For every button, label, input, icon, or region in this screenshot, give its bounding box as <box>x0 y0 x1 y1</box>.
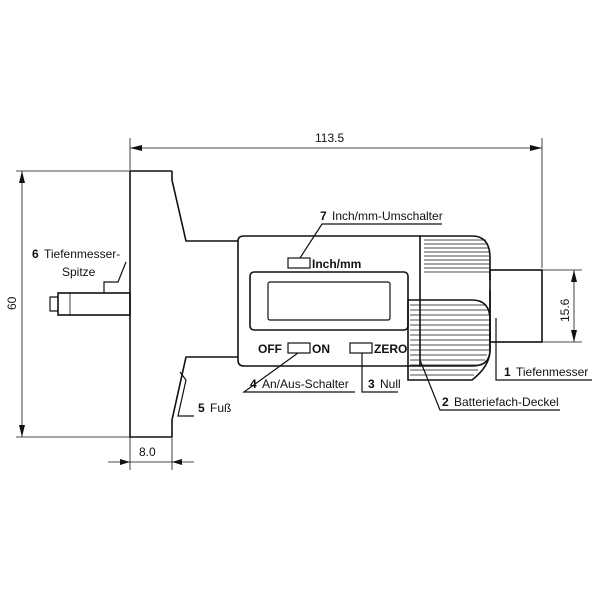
callout-1-label: Tiefenmesser <box>516 365 588 379</box>
callout-1: 1 Tiefenmesser <box>495 318 592 381</box>
callout-3-label: Null <box>380 377 401 391</box>
lcd-display <box>249 271 409 331</box>
dimension-height: 60 <box>5 170 130 438</box>
dimension-probe: 15.6 <box>542 269 582 343</box>
dim-width-label: 113.5 <box>315 131 344 145</box>
zero-label: ZERO <box>374 342 407 356</box>
callout-2-label: Batteriefach-Deckel <box>454 395 559 409</box>
dim-foot-label: 8.0 <box>139 445 156 459</box>
probe-tip <box>49 292 131 316</box>
callout-2: 2 Batteriefach-Deckel <box>419 359 560 411</box>
callout-3-num: 3 <box>368 377 375 391</box>
callout-6: 6 Tiefenmesser- Spitze <box>32 247 127 293</box>
on-label: ON <box>312 342 330 356</box>
knurl-upper <box>424 239 490 273</box>
callout-4-num: 4 <box>250 377 257 391</box>
dimension-width: 113.5 <box>129 131 543 268</box>
callout-1-num: 1 <box>504 365 511 379</box>
callout-7: 7 Inch/mm-Umschalter <box>299 209 443 259</box>
callout-4-label: An/Aus-Schalter <box>262 377 349 391</box>
callout-6-num: 6 <box>32 247 39 261</box>
dim-height-label: 60 <box>5 296 19 310</box>
dim-probe-label: 15.6 <box>558 298 572 322</box>
callout-5-num: 5 <box>198 401 205 415</box>
callout-5-label: Fuß <box>210 401 231 415</box>
callout-3: 3 Null <box>361 353 401 393</box>
depth-rod <box>489 269 543 343</box>
callout-4: 4 An/Aus-Schalter <box>242 352 355 393</box>
on-off-button[interactable] <box>287 342 311 354</box>
dimension-foot: 8.0 <box>108 437 194 470</box>
gauge-body <box>237 235 543 381</box>
callout-6-label-2: Spitze <box>62 265 96 279</box>
callout-5: 5 Fuß <box>177 371 231 417</box>
callout-7-num: 7 <box>320 209 327 223</box>
callout-2-num: 2 <box>442 395 449 409</box>
zero-button[interactable] <box>349 342 373 354</box>
callout-6-label-1: Tiefenmesser- <box>44 247 120 261</box>
inch-mm-label: Inch/mm <box>312 257 361 271</box>
inch-mm-button[interactable] <box>287 257 311 269</box>
foot-block <box>129 170 238 438</box>
off-label: OFF <box>258 342 282 356</box>
callout-7-label: Inch/mm-Umschalter <box>332 209 443 223</box>
